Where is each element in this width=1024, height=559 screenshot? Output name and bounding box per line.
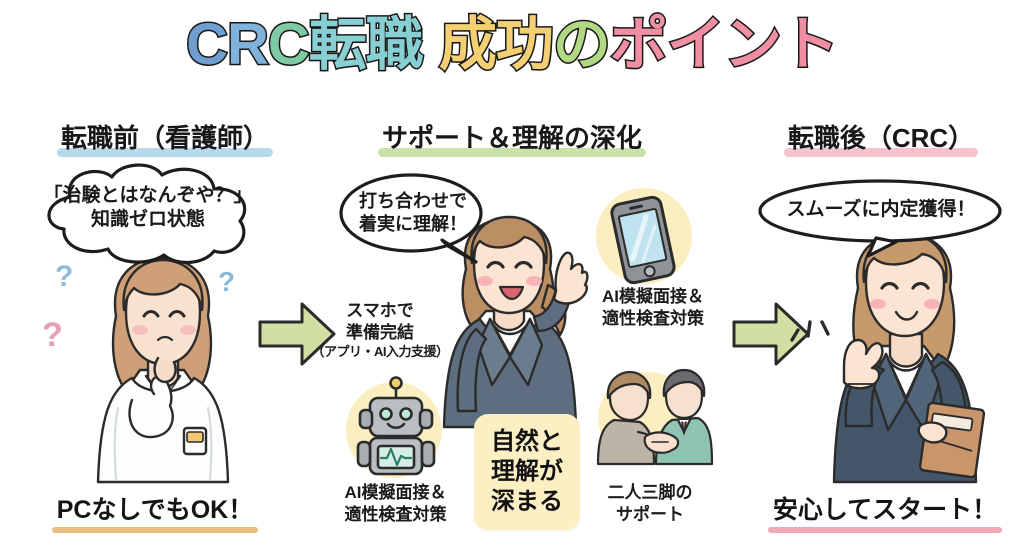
caption-ai-bottom-line2: 適性検査対策 (344, 505, 447, 525)
highlight-box-center: 自然と 理解が 深まる (474, 414, 580, 530)
speech-bubble-after (758, 179, 1002, 258)
caption-smartphone-line1: スマホで (346, 301, 414, 320)
handshake-icon (596, 368, 714, 466)
section-heading-before: 転職前（看護師） (20, 118, 310, 157)
bubble-before-line1: 「治験とはなんぞや？」 (43, 185, 253, 206)
crc-woman-figure (442, 215, 589, 429)
section-heading-after-text: 転職後（CRC） (783, 118, 979, 157)
title-segment-crc-c2: C (266, 12, 311, 77)
caption-smartphone-line2: 準備完結 (346, 323, 414, 343)
footer-caption-before: PCなしでもOK！ (20, 490, 290, 533)
bubble-after-line1: スムーズに内定獲得！ (786, 199, 976, 220)
nurse-figure (96, 256, 230, 484)
speech-bubble-after-text: スムーズに内定獲得！ (756, 198, 1006, 222)
title-segment-no: の (551, 12, 612, 77)
caption-ai-bottom-line1: AI模擬面接＆ (344, 483, 447, 502)
section-heading-support-text: サポート＆理解の深化 (377, 118, 647, 157)
title-segment-crc-r: R (226, 12, 271, 77)
caption-ai-top-line1: AI模擬面接＆ (602, 287, 704, 306)
question-mark-icon-1: ? (55, 260, 74, 293)
caption-handshake: 二人三脚の サポート (585, 482, 715, 526)
section-heading-before-text: 転職前（看護師） (56, 118, 274, 157)
thought-bubble-before (47, 163, 247, 264)
footer-caption-after: 安心してスタート！ (760, 490, 1010, 533)
speech-bubble-support-text: 打ち合わせで 着実に理解！ (338, 190, 488, 236)
thumbsup-woman-figure (832, 232, 986, 484)
footer-caption-before-text: PCなしでもOK！ (51, 490, 259, 533)
highlight-box-line1: 自然と (491, 428, 563, 455)
page-title: C R C 転職 成功 の ポイント (0, 12, 1024, 77)
speech-bubble-support (339, 173, 483, 264)
section-heading-support: サポート＆理解の深化 (352, 118, 672, 157)
sparkle-icon (790, 320, 830, 342)
caption-ai-interview-top: AI模擬面接＆ 適性検査対策 (578, 286, 728, 330)
caption-handshake-line1: 二人三脚の (607, 483, 693, 502)
title-segment-seiko: 成功 (437, 12, 555, 77)
footer-caption-after-text: 安心してスタート！ (767, 490, 1003, 533)
bubble-support-line2: 着実に理解！ (359, 214, 467, 235)
robot-icon (356, 376, 436, 476)
title-segment-crc-c1: C (185, 12, 230, 77)
caption-ai-top-line2: 適性検査対策 (602, 309, 704, 329)
question-mark-icon-3: ? (42, 316, 63, 354)
arrow-right-icon-1 (258, 302, 336, 366)
bubble-support-line1: 打ち合わせで (359, 191, 467, 211)
bubble-before-line2: 知識ゼロ状態 (90, 209, 205, 231)
arrow-right-icon-2 (732, 302, 810, 366)
caption-smartphone: スマホで 準備完結 （アプリ・AI入力支援） (310, 300, 450, 361)
section-heading-after: 転職後（CRC） (746, 118, 1016, 157)
question-mark-icon-2: ? (218, 266, 236, 297)
caption-handshake-line2: サポート (616, 505, 684, 525)
smartphone-icon (610, 195, 676, 285)
title-segment-tenshoku: 転職 (307, 12, 425, 77)
thought-bubble-before-text: 「治験とはなんぞや？」 知識ゼロ状態 (28, 184, 268, 233)
highlight-box-line2: 理解が (491, 458, 563, 485)
highlight-box-line3: 深まる (491, 488, 563, 515)
caption-smartphone-sub: （アプリ・AI入力支援） (311, 344, 449, 360)
caption-ai-interview-bottom: AI模擬面接＆ 適性検査対策 (318, 482, 473, 526)
title-segment-point: ポイント (608, 12, 840, 77)
